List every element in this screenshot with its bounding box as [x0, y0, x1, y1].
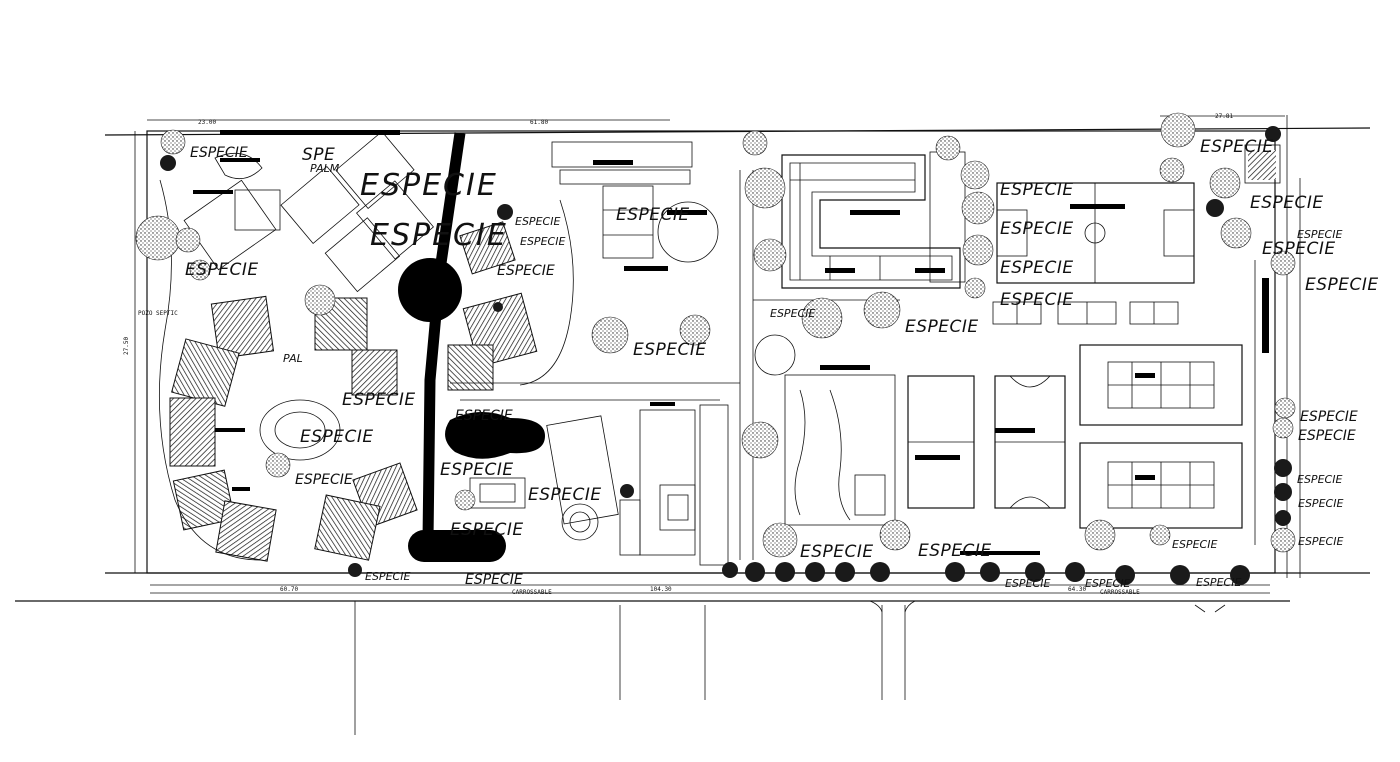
road-label: CARROSSABLE	[512, 589, 552, 596]
label-especie: ESPECIE	[1196, 576, 1241, 589]
label-especie: ESPECIE	[770, 307, 815, 320]
dim-bottom-right: 64.30	[1068, 586, 1086, 593]
l-shaped-building	[781, 151, 966, 289]
label-especie: ESPECIE	[905, 317, 979, 337]
tennis-courts	[1079, 344, 1243, 529]
label-especie: ESPECIE	[497, 263, 555, 279]
label-especie: ESPECIE	[190, 145, 248, 161]
label-especie: ESPECIE	[440, 460, 514, 480]
dim-bottom-mid: 104.30	[650, 586, 672, 593]
label-especie: ESPECIE	[300, 427, 374, 447]
label-especie: ESPECIE	[465, 572, 523, 588]
label-especie: ESPECIE	[295, 472, 353, 488]
road-label-right: CARROSSABLE	[1100, 589, 1140, 596]
label-especie: ESPECIE	[455, 408, 513, 424]
changing-rooms	[992, 301, 1179, 325]
label-especie: ESPECIE	[1000, 290, 1074, 310]
label-especie: ESPECIE	[450, 520, 524, 540]
plant-labels: ESPECIE SPE PALM ESPECIE ESPECIE ESPECIE…	[185, 137, 1379, 590]
label-especie: ESPECIE	[1000, 258, 1074, 278]
label-especie: ESPECIE	[1298, 428, 1356, 444]
dim-left: 27.50	[123, 337, 130, 355]
label-especie: ESPECIE	[800, 542, 874, 562]
label-especie: ESPECIE	[1000, 219, 1074, 239]
label-especie: ESPECIE	[1005, 577, 1050, 590]
label-especie: ESPECIE	[1200, 137, 1274, 157]
label-especie: ESPECIE	[342, 390, 416, 410]
label-especie: ESPECIE	[1297, 473, 1342, 486]
label-especie-large-2: ESPECIE	[370, 218, 508, 253]
multi-courts	[907, 375, 1066, 509]
dimension-labels: 23.00 61.80 27.81 27.50 60.70 104.30 64.…	[123, 113, 1233, 596]
label-especie: ESPECIE	[365, 570, 410, 583]
label-especie: ESPECIE	[1172, 538, 1217, 551]
label-especie: ESPECIE	[528, 485, 602, 505]
dim-top-right: 27.81	[1215, 113, 1233, 120]
label-bars	[193, 130, 1040, 555]
label-especie: ESPECIE	[1298, 535, 1343, 548]
football-field	[996, 182, 1195, 284]
label-especie: ESPECIE	[918, 541, 992, 561]
label-especie: ESPECIE	[1305, 275, 1379, 295]
label-especie-large: ESPECIE	[360, 168, 498, 203]
label-especie: ESPECIE	[616, 205, 690, 225]
trees-stippled	[135, 112, 1296, 558]
label-especie: ESPECIE	[515, 215, 560, 228]
label-especie: ESPECIE	[1300, 409, 1358, 425]
label-palm: PALM	[310, 162, 340, 175]
label-especie: ESPECIE	[1085, 577, 1130, 590]
site-boundary	[134, 115, 1301, 578]
label-especie: ESPECIE	[1262, 239, 1336, 259]
label-spe: SPE	[302, 145, 335, 165]
villa-cluster-left	[158, 131, 574, 562]
label-especie: ESPECIE	[1297, 228, 1342, 241]
pozo-label: POZO SEPTIC	[138, 310, 178, 317]
label-especie: ESPECIE	[1250, 193, 1324, 213]
dim-top-left: 23.00	[198, 119, 216, 126]
bushes	[160, 126, 1292, 585]
label-especie: ESPECIE	[185, 260, 259, 280]
pool-area	[445, 382, 740, 566]
label-especie: ESPECIE	[1298, 497, 1343, 510]
central-road	[398, 132, 506, 562]
label-especie: ESPECIE	[1000, 180, 1074, 200]
right-edge-structures	[1244, 144, 1281, 353]
label-especie: ESPECIE	[520, 235, 565, 248]
dim-bottom-left: 60.70	[280, 586, 298, 593]
dim-top-mid: 61.80	[530, 119, 548, 126]
top-central-buildings	[551, 141, 719, 271]
label-especie: ESPECIE	[633, 340, 707, 360]
label-palm-partial: PAL	[283, 352, 303, 365]
